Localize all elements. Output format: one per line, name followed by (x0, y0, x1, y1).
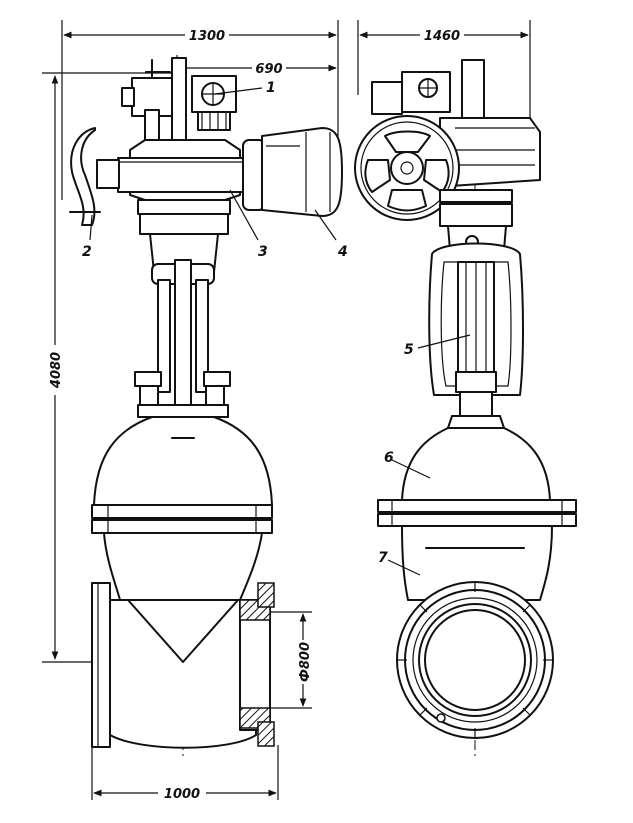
side-view (354, 59, 577, 760)
callout-2: 2 (82, 244, 92, 260)
callout-5: 5 (404, 342, 414, 358)
dim-1460: 1460 (424, 29, 460, 44)
dim-1300: 1300 (189, 29, 225, 44)
front-view (69, 57, 343, 760)
callout-4: 4 (337, 244, 348, 260)
bolt-marks (397, 582, 553, 738)
dim-4080: 4080 (49, 352, 64, 389)
dim-bore: Ф800 (298, 642, 313, 682)
dim-690: 690 (255, 62, 282, 77)
dim-1000: 1000 (164, 787, 200, 802)
callout-7: 7 (378, 550, 388, 566)
callout-1: 1 (266, 80, 276, 96)
callout-leaders (89, 87, 471, 576)
callout-3: 3 (258, 244, 268, 260)
callout-6: 6 (384, 450, 394, 466)
